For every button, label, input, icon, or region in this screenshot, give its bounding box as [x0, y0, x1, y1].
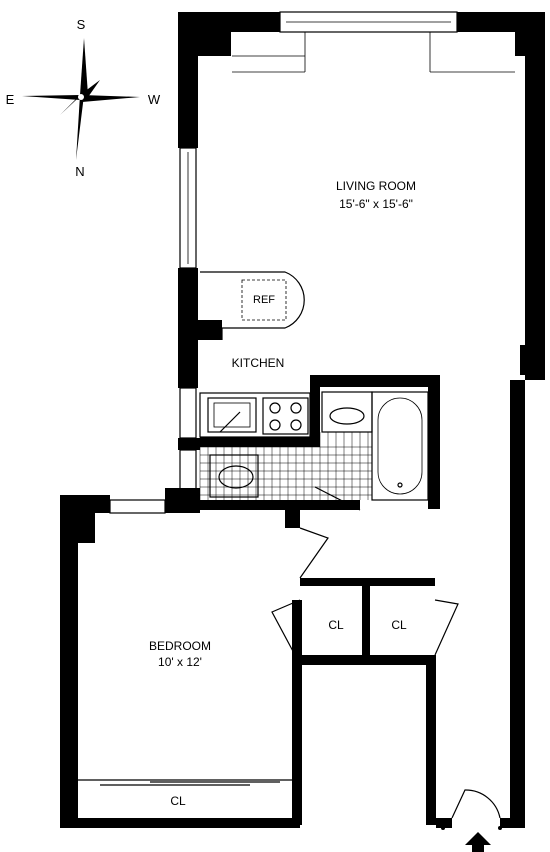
kitchen: REF KITCHEN: [199, 271, 311, 438]
closet-1-label: CL: [328, 618, 344, 632]
compass-east-label: E: [6, 92, 15, 107]
closet-2-label: CL: [391, 618, 407, 632]
entry-arrow-icon: [465, 832, 491, 852]
compass-west-label: W: [148, 92, 161, 107]
bathroom-tiles: [199, 432, 372, 500]
bathroom: [199, 391, 429, 511]
living-room-details: [232, 32, 530, 375]
living-room-label: LIVING ROOM: [336, 179, 416, 193]
entry-door: [441, 789, 502, 830]
walls: [60, 11, 545, 828]
refrigerator-label: REF: [253, 294, 275, 306]
hall-closets: CL CL: [271, 599, 459, 656]
bedroom: BEDROOM 10' x 12' CL: [78, 527, 329, 808]
bedroom-label: BEDROOM: [149, 639, 211, 653]
bedroom-closet-label: CL: [170, 794, 186, 808]
bedroom-size-label: 10' x 12': [158, 655, 202, 669]
compass-south-label: S: [77, 17, 86, 32]
kitchen-label: KITCHEN: [232, 356, 285, 370]
compass-rose-icon: S E W N: [6, 17, 161, 179]
compass-north-label: N: [75, 164, 84, 179]
living-room-size-label: 15'-6" x 15'-6": [339, 197, 413, 211]
